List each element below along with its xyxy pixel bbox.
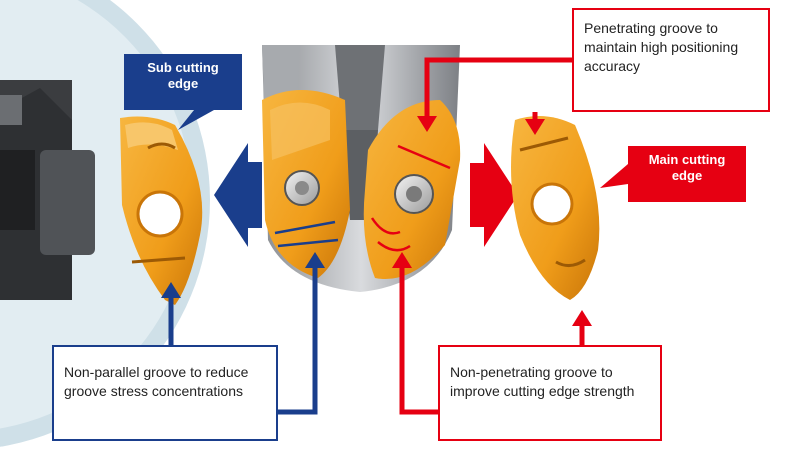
blue-leaders (161, 252, 325, 415)
red-leaders (392, 57, 592, 415)
main-edge-label: Main cutting edge (628, 146, 746, 202)
non-parallel-groove-callout: Non-parallel groove to reduce groove str… (52, 345, 278, 441)
main-insert (511, 116, 600, 300)
body-sub-insert (262, 90, 350, 278)
left-arrow-icon (214, 143, 262, 247)
body-main-insert (363, 100, 461, 280)
right-arrow-icon (470, 143, 518, 247)
sub-insert (120, 116, 203, 305)
sub-edge-label: Sub cutting edge (124, 54, 242, 110)
non-penetrating-groove-callout: Non-penetrating groove to improve cuttin… (438, 345, 662, 441)
penetrating-groove-callout: Penetrating groove to maintain high posi… (572, 8, 770, 112)
sub-edge-badge-tail (178, 110, 214, 130)
main-edge-badge-tail (600, 164, 628, 188)
